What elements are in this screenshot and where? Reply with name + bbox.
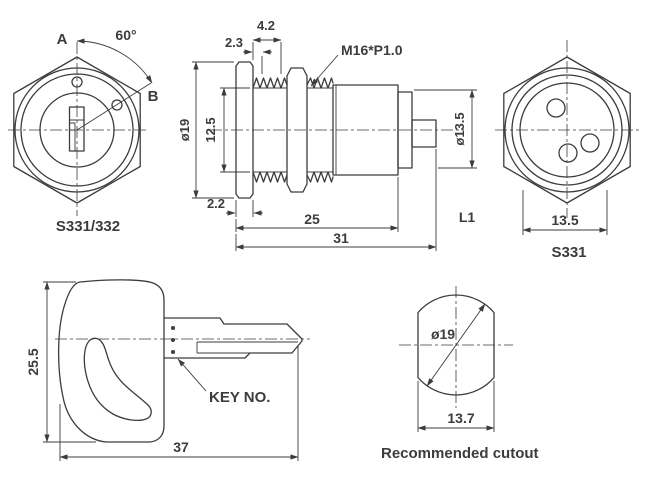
rear-view-caption: S331 — [551, 244, 586, 261]
dia-label: ø19 — [431, 326, 455, 342]
dim-label: 12.5 — [203, 117, 218, 142]
dim-31: 31 — [235, 149, 437, 251]
diameter-line — [426, 303, 486, 387]
front-centerlines — [8, 42, 146, 216]
terminal-hole-right — [580, 133, 600, 153]
extension-lines — [43, 281, 96, 443]
dim-dia13-5: ø13.5 — [414, 89, 477, 169]
dim-label: 25 — [304, 211, 320, 227]
thread-callout: M16*P1.0 — [310, 42, 403, 87]
label-b: B — [148, 88, 159, 105]
dim-label: 13.5 — [551, 212, 578, 228]
thread-root-lines — [253, 87, 287, 173]
b-position-line — [76, 82, 152, 131]
extension-lines — [414, 89, 477, 169]
extension-lines — [252, 42, 282, 74]
position-b-hole — [111, 99, 123, 111]
thread-section-front — [252, 77, 288, 183]
key-view: KEY NO. 25.5 37 — [25, 279, 310, 461]
extension-lines — [417, 381, 495, 432]
dim-4-2: 4.2 — [252, 18, 282, 74]
dim-label: 2.3 — [225, 35, 243, 50]
key-head-outline — [57, 279, 165, 443]
key-blade-groove — [196, 341, 298, 354]
angle-arc — [76, 38, 153, 84]
extension-lines — [192, 61, 234, 199]
dim-label: 4.2 — [257, 18, 275, 33]
key-blade-outline — [163, 317, 303, 359]
dim-label: ø13.5 — [452, 112, 467, 145]
terminal-hole-bottom — [558, 143, 578, 163]
key-grip-slot — [83, 337, 152, 421]
leader-line — [310, 54, 339, 87]
cutout-centerlines — [399, 286, 513, 408]
hex-nut-side — [286, 67, 308, 193]
dim-label: ø19 — [177, 119, 192, 141]
rear-centerlines — [495, 40, 640, 218]
dim-label: 13.7 — [447, 410, 474, 426]
stamp-dot — [171, 350, 175, 354]
cutout-caption: Recommended cutout — [381, 445, 539, 462]
cutout-view: ø19 13.7 Recommended cutout — [381, 286, 539, 462]
switch-body — [332, 84, 399, 176]
dim-12-5: 12.5 — [203, 87, 250, 173]
dim-dia19: ø19 — [177, 61, 234, 199]
cutout-outline — [417, 294, 495, 396]
key-number-marks — [171, 326, 175, 354]
terminal-hole-top — [546, 98, 566, 118]
extension-lines — [59, 346, 299, 461]
terminal-length-label: L1 — [459, 209, 476, 225]
label-a: A — [57, 31, 68, 48]
dim-25-5: 25.5 — [25, 281, 96, 443]
dim-label: 2.2 — [207, 196, 225, 211]
thread-root-lines — [307, 87, 333, 173]
stamp-dot — [171, 326, 175, 330]
angle-label: 60° — [115, 27, 136, 43]
dim-2-3: 2.3 — [225, 35, 272, 74]
side-view: ø19 12.5 4.2 2.3 M16*P1.0 — [177, 18, 477, 251]
hex-nut-outline — [13, 56, 141, 204]
front-view: A 60° B S331/332 — [8, 27, 159, 235]
dim-label: 37 — [173, 439, 189, 455]
dim-25: 25 — [235, 177, 399, 232]
flange-head — [235, 61, 254, 199]
dim-label: 25.5 — [25, 348, 41, 375]
dim-37: 37 — [59, 346, 299, 461]
terminal-block — [411, 119, 437, 148]
dim-2-2: 2.2 — [207, 196, 263, 217]
dim-label: 31 — [333, 230, 349, 246]
dim-13-7: 13.7 — [417, 381, 495, 432]
rear-view: 13.5 S331 — [495, 40, 640, 261]
extension-lines — [235, 200, 254, 217]
key-no-label: KEY NO. — [209, 389, 270, 406]
thread-label: M16*P1.0 — [341, 42, 403, 58]
key-no-leader — [177, 358, 207, 392]
thread-crests — [252, 77, 288, 183]
dim-13-5: 13.5 — [522, 190, 608, 235]
front-view-caption: S331/332 — [56, 218, 120, 235]
